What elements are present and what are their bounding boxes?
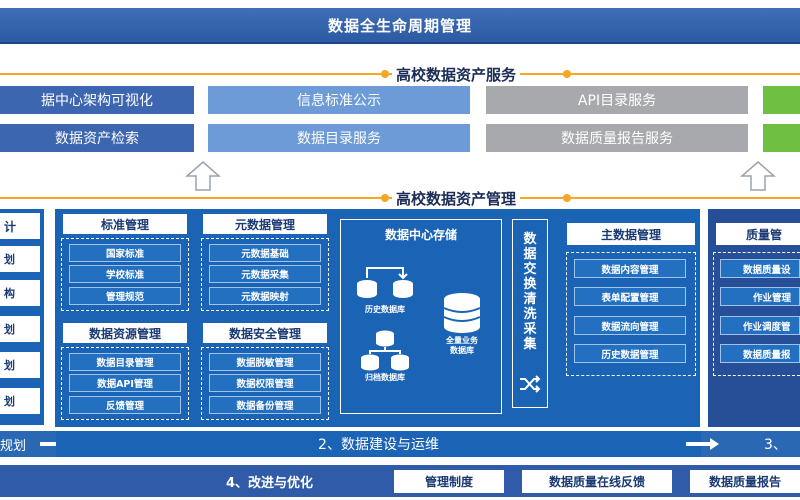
service-green-tile[interactable] (763, 86, 800, 114)
metadata-management-box (201, 238, 329, 311)
quality-item[interactable]: 作业调度管 (720, 316, 800, 335)
up-arrow-icon (740, 161, 776, 191)
bottom-item-quality-report[interactable]: 数据质量报告 (690, 470, 800, 493)
planning-item[interactable]: 划 (0, 388, 40, 414)
service-asset-search[interactable]: 数据资产检索 (0, 124, 194, 152)
master-data-title: 主数据管理 (567, 223, 695, 245)
full-business-database-icon (443, 293, 481, 333)
arrow-right-icon (686, 438, 719, 450)
quality-item[interactable]: 数据质量报 (720, 344, 800, 363)
full-business-database-label-line1: 全量业务 (446, 336, 478, 345)
management-dot-left (381, 194, 389, 202)
master-data-item[interactable]: 表单配置管理 (574, 287, 686, 306)
services-dot-left (381, 70, 389, 78)
services-dot-right (563, 70, 571, 78)
security-item[interactable]: 数据脱敏管理 (209, 353, 321, 371)
management-dot-right (563, 194, 571, 202)
resource-management-title: 数据资源管理 (63, 323, 187, 343)
improvement-title: 4、改进与优化 (226, 475, 314, 491)
quality-box (713, 252, 800, 376)
resource-item[interactable]: 反馈管理 (69, 396, 181, 414)
planning-item[interactable]: 划 (0, 316, 40, 342)
master-data-box (566, 252, 696, 376)
full-business-database-label-line2: 数据库 (450, 346, 474, 355)
security-item[interactable]: 数据备份管理 (209, 396, 321, 414)
metadata-item[interactable]: 元数据采集 (209, 265, 321, 283)
standard-item[interactable]: 国家标准 (69, 244, 181, 262)
exchange-title: 数据交换清洗采集 (523, 232, 537, 352)
metadata-item[interactable]: 元数据基础 (209, 244, 321, 262)
planning-item[interactable]: 划 (0, 352, 40, 378)
up-arrow-icon (185, 161, 221, 191)
standard-management-box (61, 238, 189, 311)
planning-header: 计 (0, 213, 40, 239)
stage-planning-label: 规划 (0, 438, 27, 454)
quality-title: 质量管 (716, 223, 800, 245)
service-green-tile-2[interactable] (763, 124, 800, 152)
shuffle-icon (520, 375, 541, 393)
security-item[interactable]: 数据权限管理 (209, 374, 321, 392)
bottom-item-policy[interactable]: 管理制度 (394, 470, 504, 493)
standard-item[interactable]: 管理规范 (69, 287, 181, 305)
history-database-icon (357, 267, 413, 298)
resource-management-box (61, 347, 189, 420)
stage-build-ops: 2、数据建设与运维 (56, 431, 701, 457)
history-database-label: 历史数据库 (365, 305, 405, 314)
stage-three-label: 3、 (764, 437, 787, 453)
bottom-item-online-feedback[interactable]: 数据质量在线反馈 (522, 470, 672, 493)
service-data-catalog[interactable]: 数据目录服务 (208, 124, 470, 152)
archive-database-icon (361, 330, 409, 371)
security-management-box (201, 347, 329, 420)
service-standard-publication[interactable]: 信息标准公示 (208, 86, 470, 114)
exchange-box (512, 219, 548, 408)
storage-title: 数据中心存储 (384, 228, 457, 242)
metadata-management-title: 元数据管理 (203, 214, 327, 234)
full-business-database-label: 全量业务 数据库 (428, 336, 496, 356)
service-quality-report[interactable]: 数据质量报告服务 (486, 124, 748, 152)
management-section-title: 高校数据资产管理 (392, 188, 521, 209)
quality-item[interactable]: 作业管理 (720, 287, 800, 306)
service-architecture-visualization[interactable]: 据中心架构可视化 (0, 86, 194, 114)
planning-item[interactable]: 划 (0, 246, 40, 272)
master-data-item[interactable]: 历史数据管理 (574, 344, 686, 363)
archive-database-label: 归档数据库 (365, 373, 405, 382)
resource-item[interactable]: 数据API管理 (69, 374, 181, 392)
page-title-text: 数据全生命周期管理 (327, 16, 472, 35)
page-title: 数据全生命周期管理 (0, 8, 800, 44)
master-data-item[interactable]: 数据流向管理 (574, 316, 686, 335)
quality-item[interactable]: 数据质量设 (720, 259, 800, 278)
service-api-catalog[interactable]: API目录服务 (486, 86, 748, 114)
planning-item[interactable]: 构 (0, 280, 40, 306)
resource-item[interactable]: 数据目录管理 (69, 353, 181, 371)
standard-management-title: 标准管理 (63, 214, 187, 234)
master-data-item[interactable]: 数据内容管理 (574, 259, 686, 278)
storage-box (340, 219, 502, 414)
metadata-item[interactable]: 元数据映射 (209, 287, 321, 305)
security-management-title: 数据安全管理 (203, 323, 327, 343)
standard-item[interactable]: 学校标准 (69, 265, 181, 283)
services-section-title: 高校数据资产服务 (392, 64, 521, 85)
